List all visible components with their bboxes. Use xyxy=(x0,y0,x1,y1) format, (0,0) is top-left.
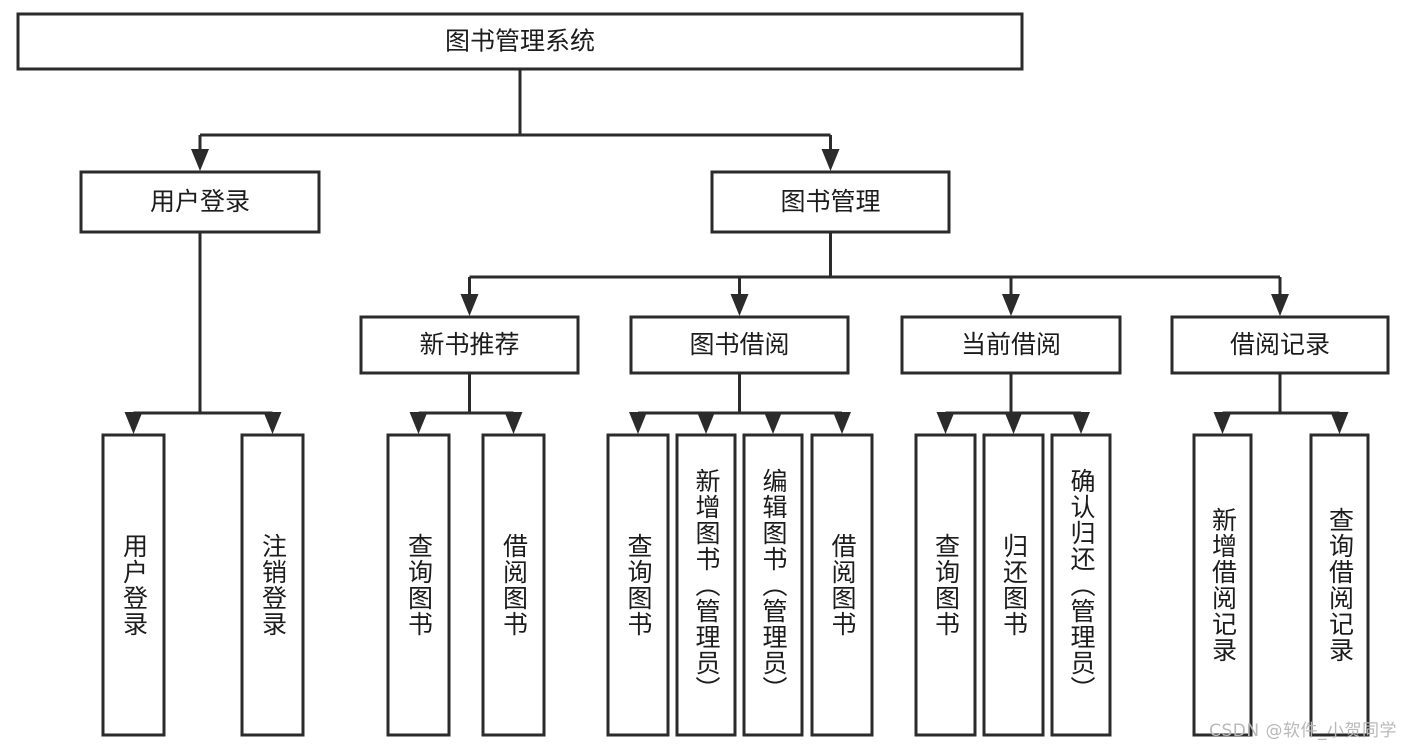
arrow-head-icon xyxy=(833,412,851,434)
node-box-leaf-confirm-return[interactable] xyxy=(1050,433,1112,737)
arrow-head-icon xyxy=(936,412,955,434)
connectors-layer xyxy=(124,69,1349,434)
arrow-head-icon xyxy=(1072,412,1090,434)
arrow-head-icon xyxy=(821,149,840,171)
node-box-leaf-query-book-2[interactable] xyxy=(606,433,670,737)
node-box-leaf-query-record[interactable] xyxy=(1309,433,1370,737)
csdn-watermark: CSDN @软件_小贺同学 xyxy=(1209,721,1397,741)
node-label-new-book-recommend: 新书推荐 xyxy=(419,330,519,359)
arrow-head-icon xyxy=(409,412,428,434)
node-box-book-borrow[interactable] xyxy=(629,315,850,375)
node-box-current-borrow[interactable] xyxy=(900,315,1122,375)
node-box-leaf-logout[interactable] xyxy=(240,433,305,737)
node-box-leaf-add-book[interactable] xyxy=(675,433,737,737)
node-box-leaf-user-login[interactable] xyxy=(101,433,166,737)
arrow-head-icon xyxy=(1213,412,1232,434)
node-box-undefined[interactable] xyxy=(16,12,1024,71)
node-label-current-borrow: 当前借阅 xyxy=(961,330,1061,359)
arrow-head-icon xyxy=(697,412,715,434)
arrow-head-icon xyxy=(1004,412,1023,434)
node-box-leaf-add-record[interactable] xyxy=(1192,433,1253,737)
arrow-head-icon xyxy=(1271,294,1289,316)
arrow-head-icon xyxy=(504,412,523,434)
arrow-head-icon xyxy=(629,412,647,434)
node-box-leaf-query-book-3[interactable] xyxy=(914,433,977,737)
arrow-head-icon xyxy=(1002,294,1020,316)
node-box-leaf-borrow-book-2[interactable] xyxy=(810,433,874,737)
node-box-leaf-edit-book[interactable] xyxy=(742,433,804,737)
node-box-user-login[interactable] xyxy=(79,170,321,234)
arrow-head-icon xyxy=(1330,412,1349,434)
node-box-leaf-return-book[interactable] xyxy=(982,433,1045,737)
node-label-borrow-record: 借阅记录 xyxy=(1230,330,1330,359)
arrow-head-icon xyxy=(263,412,282,434)
node-label-user-login: 用户登录 xyxy=(150,187,250,216)
arrow-head-icon xyxy=(730,294,749,316)
arrow-head-icon xyxy=(764,412,782,434)
node-box-book-manage[interactable] xyxy=(710,170,951,234)
node-label-book-manage: 图书管理 xyxy=(780,187,880,216)
node-box-leaf-query-book-1[interactable] xyxy=(386,433,451,737)
arrow-head-icon xyxy=(460,294,479,316)
boxes-layer xyxy=(16,12,1390,737)
node-box-leaf-borrow-book-1[interactable] xyxy=(481,433,546,737)
node-label-undefined: 图书管理系统 xyxy=(445,27,595,56)
arrow-head-icon xyxy=(124,412,143,434)
node-box-new-book-recommend[interactable] xyxy=(359,315,580,375)
node-label-book-borrow: 图书借阅 xyxy=(689,330,789,359)
node-box-borrow-record[interactable] xyxy=(1170,315,1390,375)
arrow-head-icon xyxy=(191,149,209,171)
